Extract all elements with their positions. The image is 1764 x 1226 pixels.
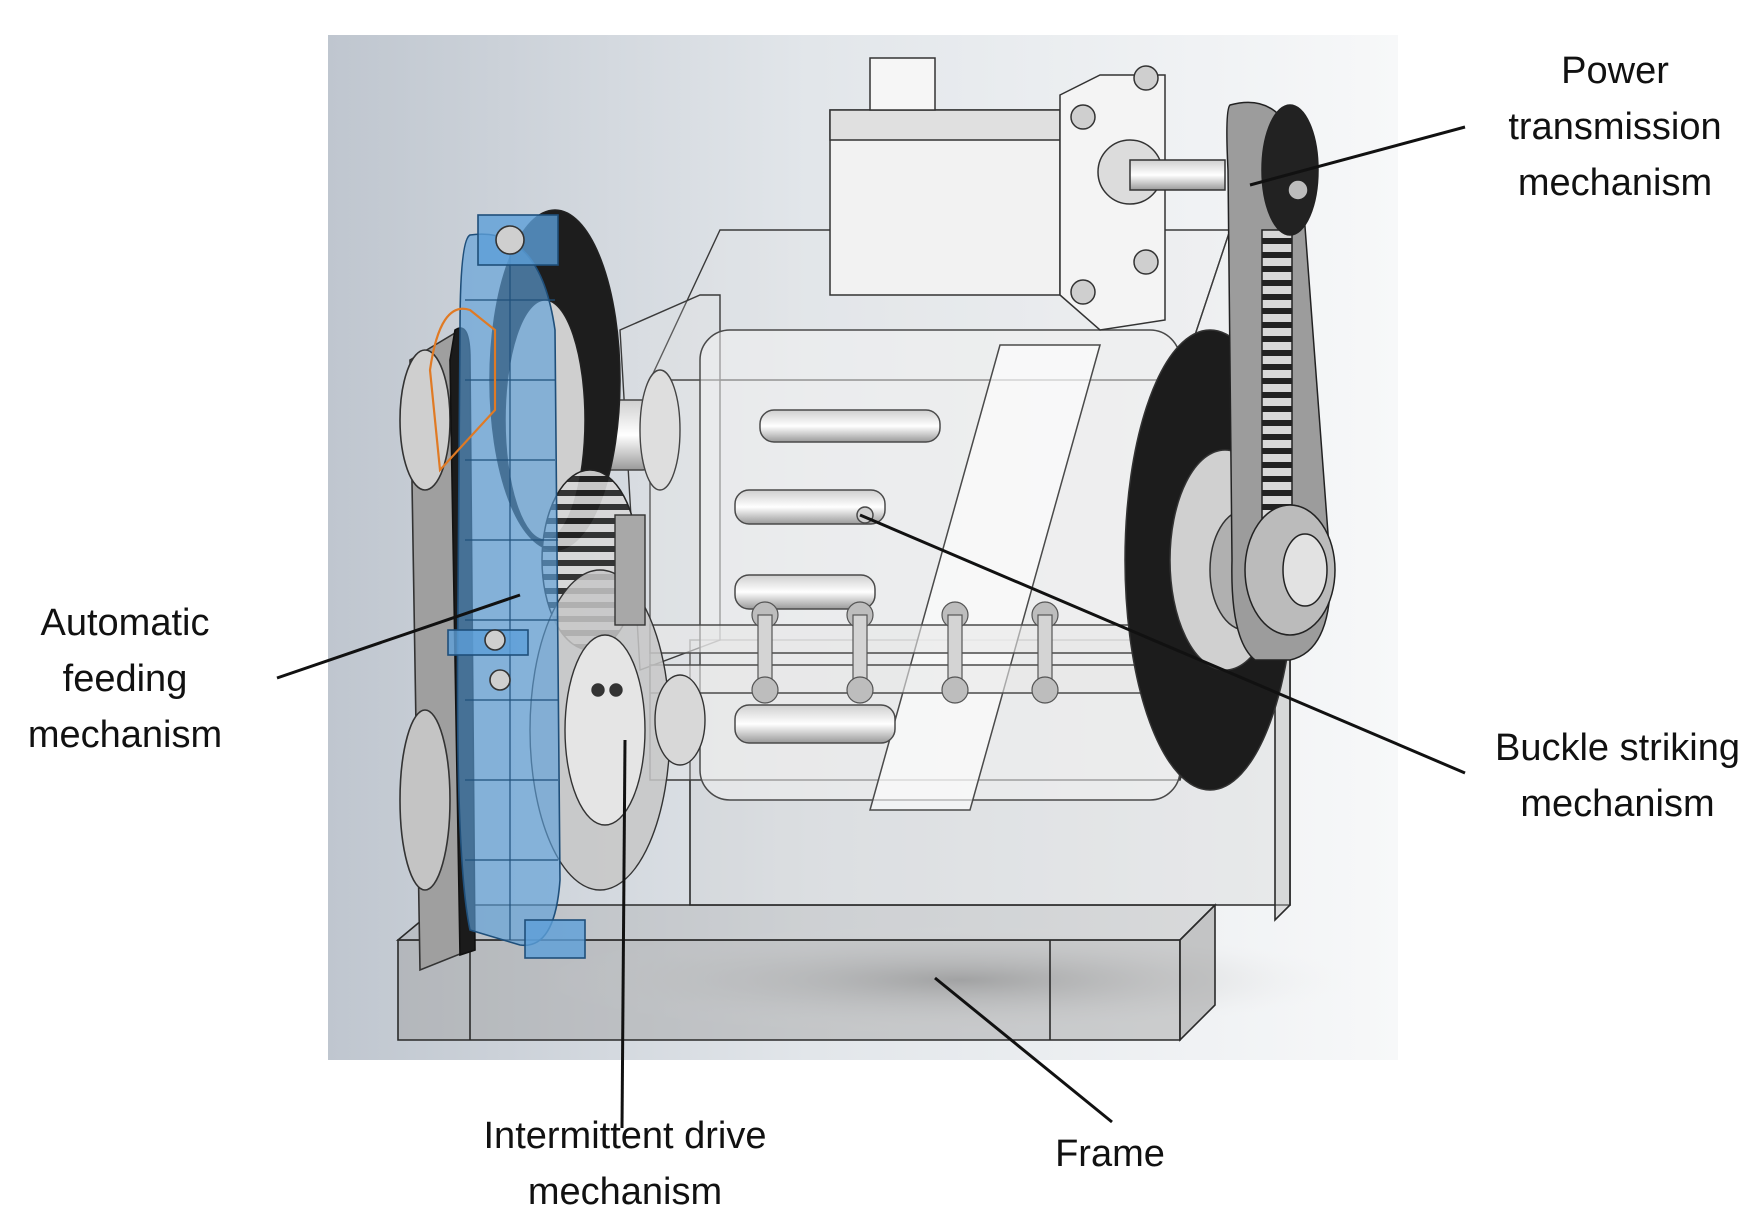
leader-line-feeding xyxy=(276,593,521,680)
label-power-line-2: transmission xyxy=(1508,106,1722,148)
leader-line-buckle xyxy=(859,513,1466,775)
label-power-transmission: Power transmission mechanism xyxy=(1470,43,1760,211)
leader-lines xyxy=(276,125,1466,1129)
label-feeding-line-2: feeding xyxy=(62,658,188,700)
motor xyxy=(829,57,1226,331)
leader-line-frame xyxy=(934,976,1113,1124)
label-frame-line-1: Frame xyxy=(1055,1133,1165,1175)
label-intermittent-line-2: mechanism xyxy=(527,1171,723,1213)
label-intermittent-drive: Intermittent drive mechanism xyxy=(440,1108,810,1220)
bolt-row xyxy=(751,601,1059,704)
shaft-flange xyxy=(639,369,681,491)
label-feeding-line-3: mechanism xyxy=(27,714,223,756)
timing-belt xyxy=(1226,101,1336,661)
leader-line-power xyxy=(1249,125,1466,187)
striking-drum xyxy=(649,329,1181,811)
label-buckle-line-2: mechanism xyxy=(1520,783,1715,825)
label-automatic-feeding: Automatic feeding mechanism xyxy=(10,595,240,763)
label-power-line-1: Power xyxy=(1561,50,1669,92)
label-intermittent-line-1: Intermittent drive xyxy=(483,1115,767,1157)
label-buckle-line-1: Buckle striking xyxy=(1495,727,1740,769)
floor-shadow xyxy=(540,925,1380,1035)
label-frame: Frame xyxy=(1020,1126,1200,1182)
label-buckle-striking: Buckle striking mechanism xyxy=(1475,720,1760,832)
leader-line-intermittent xyxy=(620,739,627,1129)
label-feeding-line-1: Automatic xyxy=(40,602,210,644)
label-power-line-3: mechanism xyxy=(1517,162,1713,204)
automatic-feeding xyxy=(399,214,586,972)
